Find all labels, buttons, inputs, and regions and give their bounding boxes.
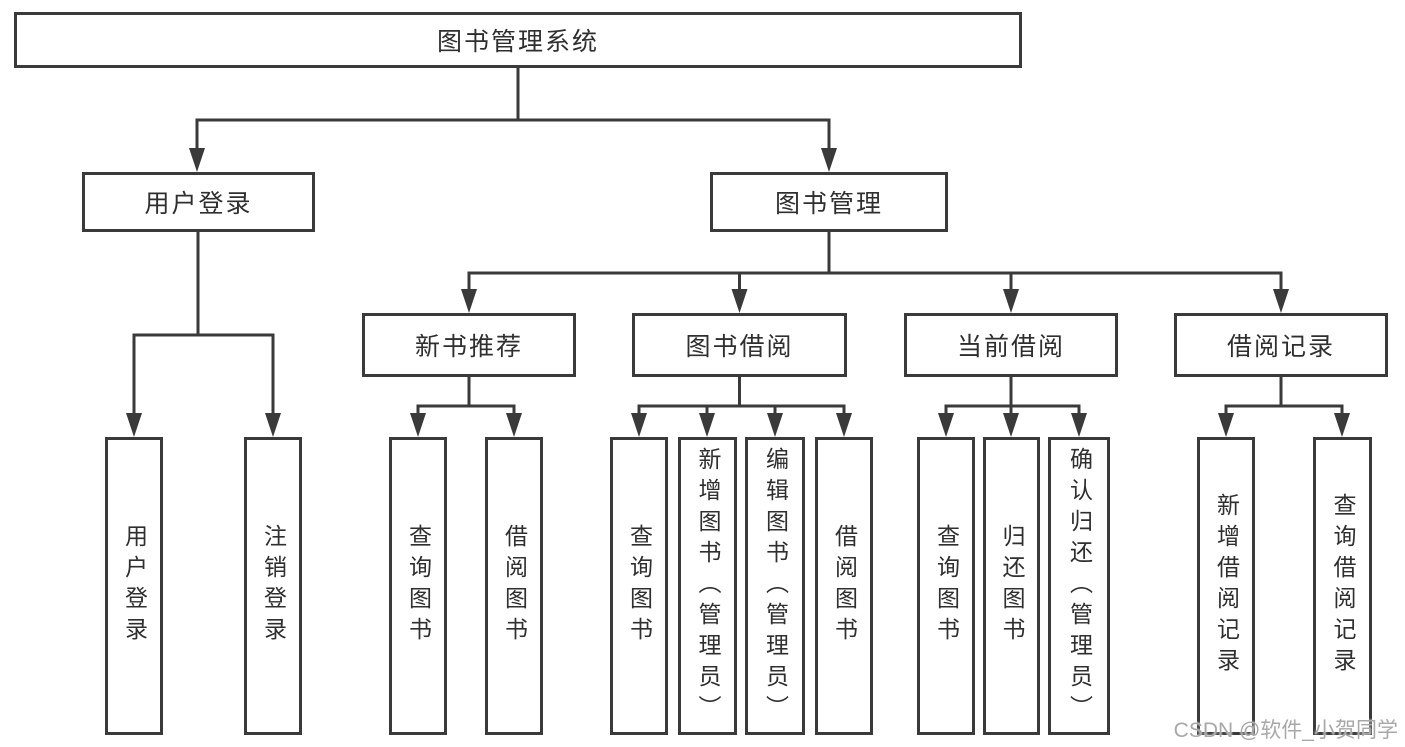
- leaf-confirm-return-admin: 确认归还（管理员）: [1048, 437, 1110, 735]
- leaf-label: 查询借阅记录: [1330, 493, 1356, 679]
- connector-borrow-to-leaves: [637, 375, 846, 416]
- arrowhead: [410, 413, 522, 437]
- leaf-borrow-books: 借阅图书: [815, 437, 873, 735]
- arrowhead: [631, 413, 852, 437]
- node-label: 借阅记录: [1226, 333, 1335, 361]
- connector-newbook-to-leaves: [416, 375, 516, 416]
- leaf-label: 借阅图书: [831, 524, 858, 648]
- leaf-label: 查询图书: [933, 524, 960, 648]
- leaf-return-book: 归还图书: [983, 437, 1040, 735]
- node-label: 新书推荐: [414, 333, 523, 361]
- connector-bookmgmt-to-groups: [467, 230, 1283, 292]
- node-book-borrow: 图书借阅: [632, 313, 847, 377]
- leaf-query-books-current: 查询图书: [917, 437, 975, 735]
- leaf-borrow-books-recommend: 借阅图书: [485, 437, 543, 735]
- leaf-label: 编辑图书（管理员）: [762, 446, 789, 726]
- node-label: 图书借阅: [685, 333, 794, 361]
- leaf-query-borrow-record: 查询借阅记录: [1313, 437, 1372, 735]
- leaf-add-borrow-record: 新增借阅记录: [1197, 437, 1255, 735]
- leaf-label: 注销登录: [260, 524, 287, 648]
- node-book-management: 图书管理: [710, 172, 948, 232]
- node-label: 用户登录: [144, 190, 253, 218]
- connector-records-to-leaves: [1224, 375, 1344, 416]
- leaf-user-login: 用户登录: [105, 437, 163, 735]
- leaf-edit-book-admin: 编辑图书（管理员）: [745, 437, 805, 735]
- connector-current-to-leaves: [944, 375, 1081, 416]
- leaf-label: 归还图书: [999, 524, 1025, 648]
- leaf-logout: 注销登录: [244, 437, 302, 735]
- leaf-label: 查询图书: [626, 524, 653, 648]
- arrowhead: [461, 289, 1289, 313]
- watermark: CSDN @软件_小贺同学: [1173, 719, 1398, 742]
- leaf-label: 查询图书: [405, 524, 432, 648]
- node-user-login: 用户登录: [82, 172, 315, 232]
- node-label: 当前借阅: [956, 333, 1065, 361]
- node-new-book-recommend: 新书推荐: [362, 313, 576, 377]
- arrowhead: [1218, 413, 1350, 437]
- node-current-borrow: 当前借阅: [904, 313, 1118, 377]
- leaf-label: 确认归还（管理员）: [1066, 446, 1093, 726]
- leaf-label: 用户登录: [121, 524, 148, 648]
- leaf-label: 新增借阅记录: [1213, 493, 1240, 679]
- arrowhead: [938, 413, 1087, 437]
- leaf-label: 新增图书（管理员）: [695, 446, 721, 726]
- connector-userlogin-to-leaves: [132, 230, 275, 416]
- leaf-label: 借阅图书: [501, 524, 528, 648]
- connector-root-to-level2: [195, 66, 831, 151]
- leaf-query-books-recommend: 查询图书: [389, 437, 447, 735]
- node-label: 图书管理系统: [436, 28, 599, 56]
- arrowhead: [126, 413, 281, 437]
- node-root: 图书管理系统: [14, 12, 1022, 68]
- node-borrow-records: 借阅记录: [1174, 313, 1388, 377]
- arrowhead: [189, 148, 837, 172]
- leaf-query-books-borrow: 查询图书: [610, 437, 668, 735]
- node-label: 图书管理: [774, 190, 883, 218]
- leaf-add-book-admin: 新增图书（管理员）: [678, 437, 737, 735]
